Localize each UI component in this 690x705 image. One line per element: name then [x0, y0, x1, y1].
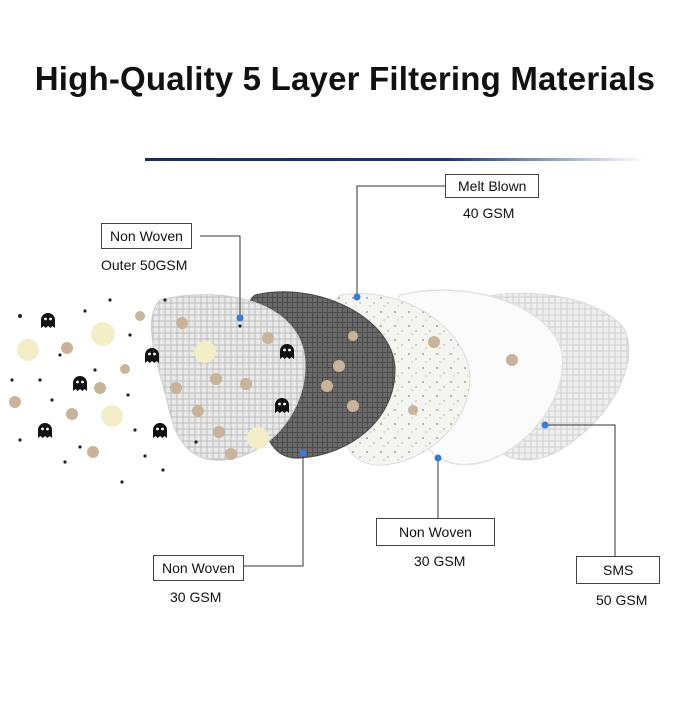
label-layer4-name: Non Woven — [376, 518, 495, 546]
ghost-icon — [275, 398, 289, 413]
label-melt-blown-spec: 40 GSM — [463, 205, 515, 221]
ghost-icon — [72, 376, 87, 391]
label-layer4-spec: 30 GSM — [414, 553, 466, 569]
particles-small — [10, 298, 242, 484]
pointer-dots — [236, 293, 549, 462]
ghost-icon — [41, 313, 55, 328]
particles-tan — [9, 311, 518, 460]
leader-lines — [200, 185, 616, 567]
title-underline — [145, 158, 645, 161]
ghost-icon — [280, 344, 294, 359]
label-layer2-spec: 30 GSM — [170, 589, 222, 605]
label-outer-spec: Outer 50GSM — [101, 257, 188, 273]
label-sms-name: SMS — [576, 556, 661, 584]
ghost-icon — [38, 423, 52, 438]
label-layer2-name: Non Woven — [153, 555, 244, 581]
label-outer-name: Non Woven — [101, 223, 192, 249]
ghost-icon — [152, 423, 167, 438]
label-sms-spec: 50 GSM — [596, 592, 648, 608]
label-melt-blown-name: Melt Blown — [445, 174, 540, 198]
particles-cream — [17, 322, 269, 449]
page-title: High-Quality 5 Layer Filtering Materials — [34, 60, 656, 97]
ghost-icon — [144, 348, 159, 363]
